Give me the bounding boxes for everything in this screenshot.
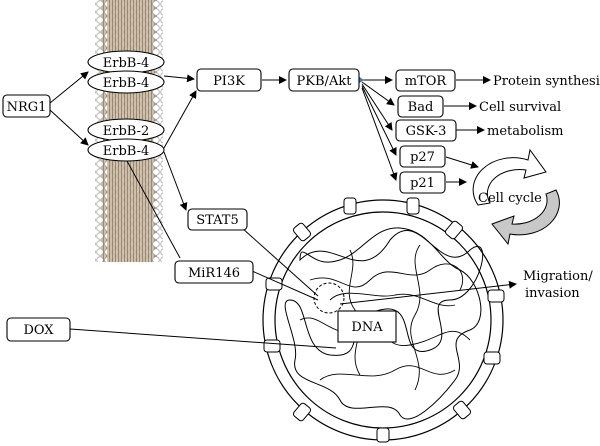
node-label: mTOR	[405, 74, 448, 89]
output-cell-cycle: Cell cycle	[478, 191, 542, 206]
node-pkb-akt: PKB/Akt	[288, 68, 360, 92]
node-label: STAT5	[196, 213, 239, 228]
node-label: p21	[410, 176, 435, 191]
receptor-erbb4-a: ErbB-4	[87, 50, 165, 74]
cell-cycle-arrows	[472, 148, 560, 246]
arrows	[49, 71, 517, 349]
node-dox: DOX	[6, 317, 71, 342]
node-nrg1: NRG1	[2, 94, 51, 118]
output-migration: Migration/	[523, 269, 593, 284]
node-label: Bad	[408, 100, 434, 115]
node-label: MiR146	[188, 266, 240, 281]
node-label: p27	[410, 150, 435, 165]
output-invasion: invasion	[525, 286, 580, 301]
node-label: PKB/Akt	[297, 74, 353, 89]
node-p21: p21	[399, 171, 446, 194]
receptor-erbb4-b: ErbB-4	[87, 70, 165, 94]
receptor-erbb2: ErbB-2	[87, 118, 165, 142]
output-protein-synthesis: Protein synthesis	[493, 74, 600, 89]
node-mtor: mTOR	[395, 69, 456, 92]
node-gsk3: GSK-3	[395, 119, 457, 142]
node-pi3k: PI3K	[196, 68, 262, 92]
receptor-erbb4-c: ErbB-4	[87, 138, 165, 162]
receptor-label: ErbB-4	[103, 56, 149, 71]
node-p27: p27	[399, 145, 446, 168]
node-bad: Bad	[397, 95, 444, 118]
output-cell-survival: Cell survival	[479, 100, 561, 115]
node-label: PI3K	[213, 74, 245, 89]
node-stat5: STAT5	[187, 208, 248, 231]
receptor-label: ErbB-4	[103, 144, 149, 159]
output-metabolism: metabolism	[487, 124, 563, 139]
node-label: DOX	[23, 323, 54, 338]
node-label: DNA	[351, 320, 383, 335]
node-mir146: MiR146	[174, 260, 254, 284]
receptor-label: ErbB-4	[103, 76, 149, 91]
node-label: NRG1	[7, 100, 47, 115]
node-dna: DNA	[337, 310, 397, 343]
node-label: GSK-3	[406, 124, 447, 139]
receptor-label: ErbB-2	[103, 124, 149, 139]
